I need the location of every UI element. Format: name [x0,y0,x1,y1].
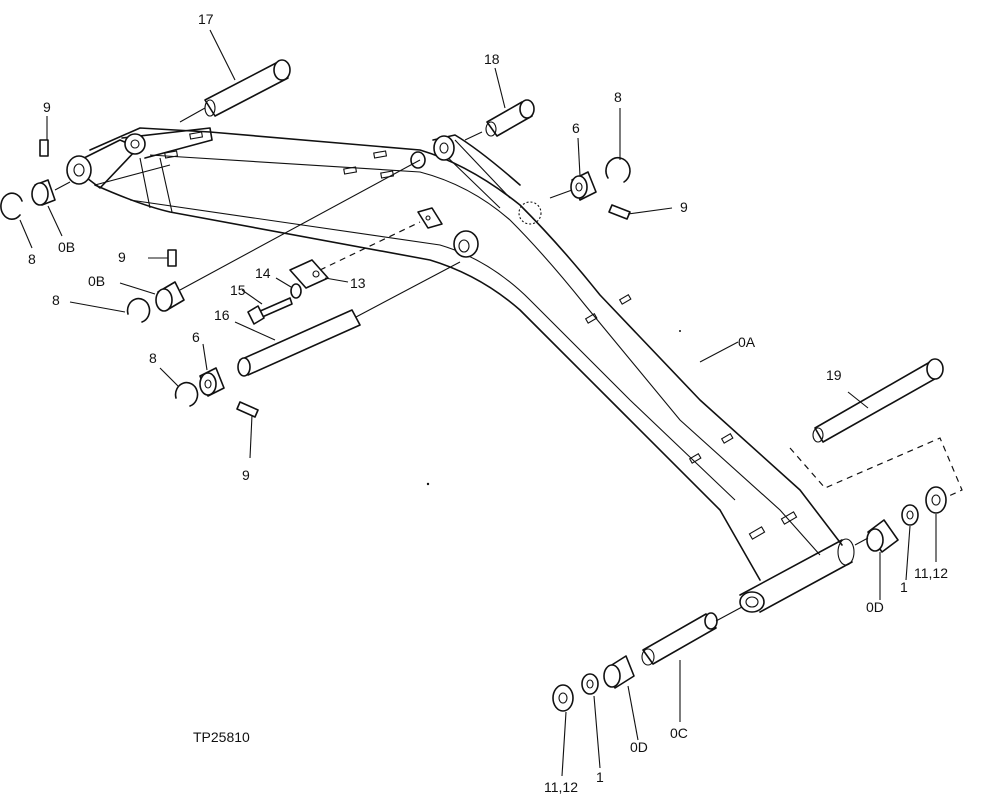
stray-dot-2 [426,482,430,486]
label-9-top-left: 9 [43,99,51,115]
label-13: 13 [350,275,366,291]
label-0B-left: 0B [58,239,75,255]
label-0A: 0A [738,334,756,350]
label-15: 15 [230,282,246,298]
label-1-right: 1 [900,579,908,595]
label-18: 18 [484,51,500,67]
pin-16 [234,261,461,377]
bushing-0D-bottom [603,655,639,741]
bushing-0B-mid [119,159,421,312]
label-0D-right: 0D [866,599,884,615]
label-9-mid-left: 9 [118,249,126,265]
label-9-lower-left: 9 [242,467,250,483]
figure-id: TP25810 [193,729,250,745]
pin-9-right [608,204,673,220]
bushing-6-right [549,137,597,201]
label-0D-bottom: 0D [630,739,648,755]
label-11-12-bottom: 11,12 [544,779,578,794]
callout-labels: 17 18 9 8 0B 9 0B 8 14 15 13 16 6 8 9 6 … [28,11,948,794]
leader-0A [699,341,739,363]
label-0C: 0C [670,725,688,741]
label-16: 16 [214,307,230,323]
snap-ring-8-right [605,108,631,183]
washer-11-12-right [925,486,947,562]
label-6-right: 6 [572,120,580,136]
pin-18 [464,67,535,141]
boom-assembly [66,127,855,613]
snap-ring-8-lower-left [159,367,199,407]
washer-11-12-bottom [552,684,574,777]
pin-19 [789,358,963,501]
bushing-6-left [199,343,225,397]
block-on-boom [417,207,443,229]
bushing-0D-right [854,519,899,600]
label-8-mid: 8 [52,292,60,308]
stray-dot-1 [679,330,681,332]
pin-9-top-left [39,116,49,157]
label-8-right: 8 [614,89,622,105]
label-17: 17 [198,11,214,27]
label-6-left: 6 [192,329,200,345]
label-8-lower-left: 8 [149,350,157,366]
plate-13 [289,221,421,289]
shim-1-bottom [581,673,601,769]
pin-9-lower-left [236,401,259,459]
label-14: 14 [255,265,271,281]
label-8-left: 8 [28,251,36,267]
washer-14 [275,277,302,299]
snap-ring-8-mid [69,297,151,323]
pin-17 [179,29,291,123]
label-19: 19 [826,367,842,383]
bushing-0B-left [31,179,71,237]
bolt-15 [241,289,293,325]
label-9-right: 9 [680,199,688,215]
pin-9-mid-left [148,249,177,267]
shim-1-right [901,504,919,581]
snap-ring-8-left [0,192,33,249]
label-11-12-right: 11,12 [914,565,948,581]
label-0B-mid: 0B [88,273,105,289]
label-1-bottom: 1 [596,769,604,785]
pin-0C [641,606,743,722]
